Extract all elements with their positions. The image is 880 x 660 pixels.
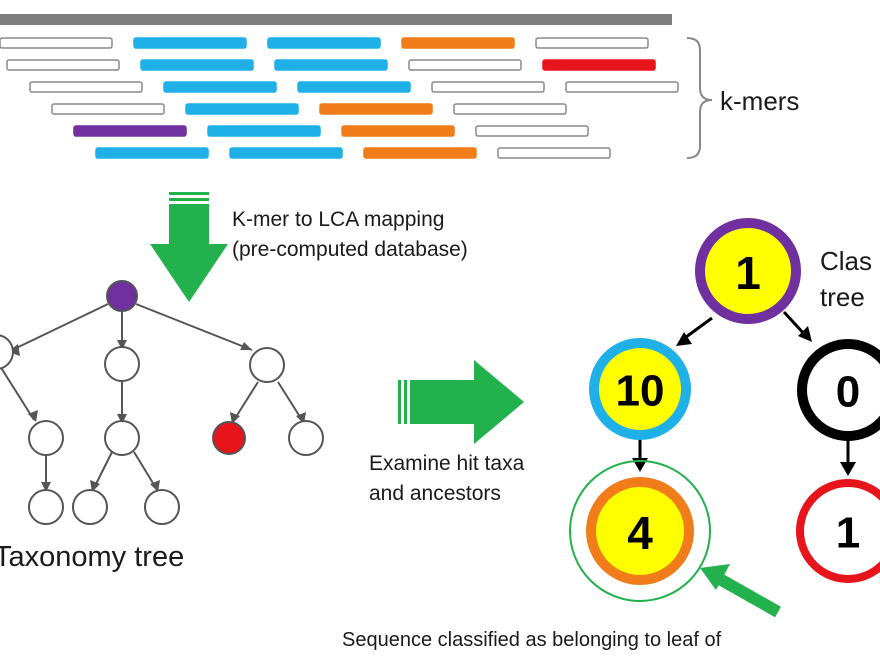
kmer-bar-purple [73, 125, 187, 137]
mapping-label-line1: K-mer to LCA mapping [232, 208, 444, 231]
kmer-bar-blue [95, 147, 209, 159]
kmer-bar-white [51, 103, 165, 115]
mapping-down-arrow [150, 192, 228, 302]
classification-node-left: 10 [589, 338, 691, 440]
taxonomy-node-l2d [288, 420, 324, 456]
kmer-bar-blue [163, 81, 277, 93]
classification-node-root: 1 [695, 218, 801, 324]
kmer-bar-blue [133, 37, 247, 49]
kmer-bar-blue [274, 59, 388, 71]
kmer-bar-white [29, 81, 143, 93]
taxonomy-node-l2c [212, 421, 246, 455]
kmer-bar-blue [185, 103, 299, 115]
classified-leaf-highlight-ring [569, 460, 711, 602]
kmer-bar-orange [341, 125, 455, 137]
kmer-bar-white [453, 103, 567, 115]
classification-node-right: 0 [797, 339, 880, 441]
examine-label-line2: and ancestors [369, 482, 501, 505]
taxonomy-node-l1b [104, 346, 140, 382]
kmer-bar-white [565, 81, 679, 93]
classification-node-right-leaf-value: 1 [836, 509, 860, 558]
kmer-bar-blue [267, 37, 381, 49]
classification-tree-label-line2: tree [820, 282, 865, 312]
classification-node-root-value: 1 [735, 247, 761, 299]
classification-edges [638, 310, 850, 466]
taxonomy-edge-heads [8, 340, 306, 492]
classification-node-left-leaf-value: 4 [627, 507, 653, 559]
taxonomy-node-l3a [28, 489, 64, 525]
taxonomy-node-l1c [249, 347, 285, 383]
kmer-bar-blue [140, 59, 254, 71]
taxonomy-node-l3c [144, 489, 180, 525]
taxonomy-edges [0, 303, 303, 489]
kmer-bar-blue [229, 147, 343, 159]
kmer-bar-white [535, 37, 649, 49]
taxonomy-node-l2b [104, 420, 140, 456]
kmer-bar-white [6, 59, 120, 71]
classification-node-left-leaf: 4 [586, 477, 694, 585]
kmer-bar-white [475, 125, 589, 137]
query-sequence-bar [0, 14, 672, 25]
taxonomy-node-l1a [0, 334, 14, 370]
kmers-label: k-mers [720, 86, 799, 116]
kmer-bar-white [408, 59, 522, 71]
classified-leaf-arrow [700, 564, 781, 618]
kmer-bar-white [497, 147, 611, 159]
kmer-bar-blue [297, 81, 411, 93]
kmer-bar-blue [207, 125, 321, 137]
examine-right-arrow [398, 360, 524, 444]
kmer-bars [0, 37, 679, 159]
classification-tree-label-line1: Clas [820, 246, 872, 276]
examine-label-line1: Examine hit taxa [369, 452, 525, 475]
kmer-bar-orange [319, 103, 433, 115]
kmer-bar-red [542, 59, 656, 71]
classification-node-right-value: 0 [836, 368, 860, 417]
taxonomy-node-l2a [28, 420, 64, 456]
classification-node-right-leaf: 1 [796, 479, 880, 583]
taxonomy-tree-label: Taxonomy tree [0, 541, 184, 573]
result-label-line1: Sequence classified as belonging to leaf… [342, 629, 722, 651]
classification-node-left-value: 10 [616, 367, 665, 416]
kmer-bar-white [0, 37, 113, 49]
kmer-bar-white [431, 81, 545, 93]
taxonomy-node-root [106, 280, 138, 312]
mapping-label-line2: (pre-computed database) [232, 238, 468, 261]
kmer-bar-orange [401, 37, 515, 49]
taxonomy-node-l3b [72, 489, 108, 525]
kmer-bar-orange [363, 147, 477, 159]
kmers-brace [686, 37, 713, 159]
